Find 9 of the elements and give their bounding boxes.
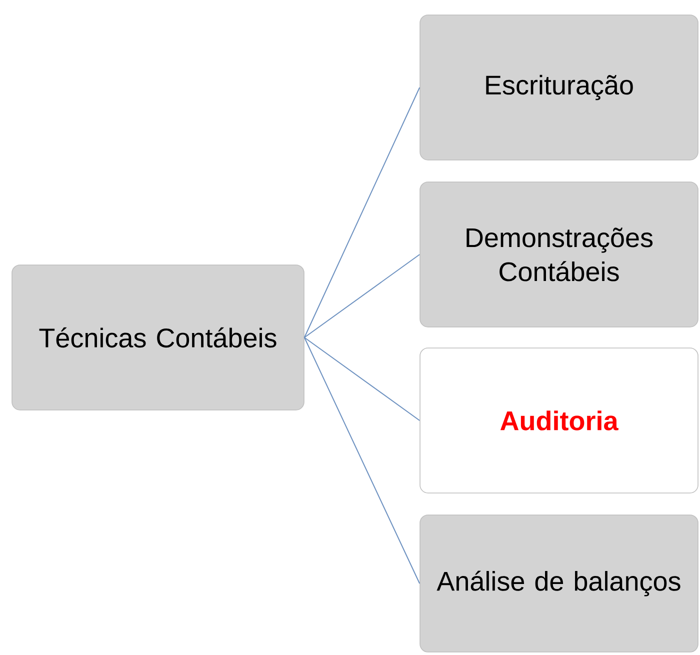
connector-line — [304, 254, 420, 338]
process-box: Escrituração — [420, 14, 698, 160]
process-box: Demonstrações Contábeis — [420, 182, 698, 328]
connector-line — [304, 337, 420, 421]
root-box: Técnicas Contábeis — [12, 264, 304, 410]
connector-line — [304, 87, 420, 338]
process-box: Auditoria — [420, 348, 698, 494]
connector-line — [304, 337, 420, 584]
process-box: Análise de balanços — [420, 514, 698, 652]
